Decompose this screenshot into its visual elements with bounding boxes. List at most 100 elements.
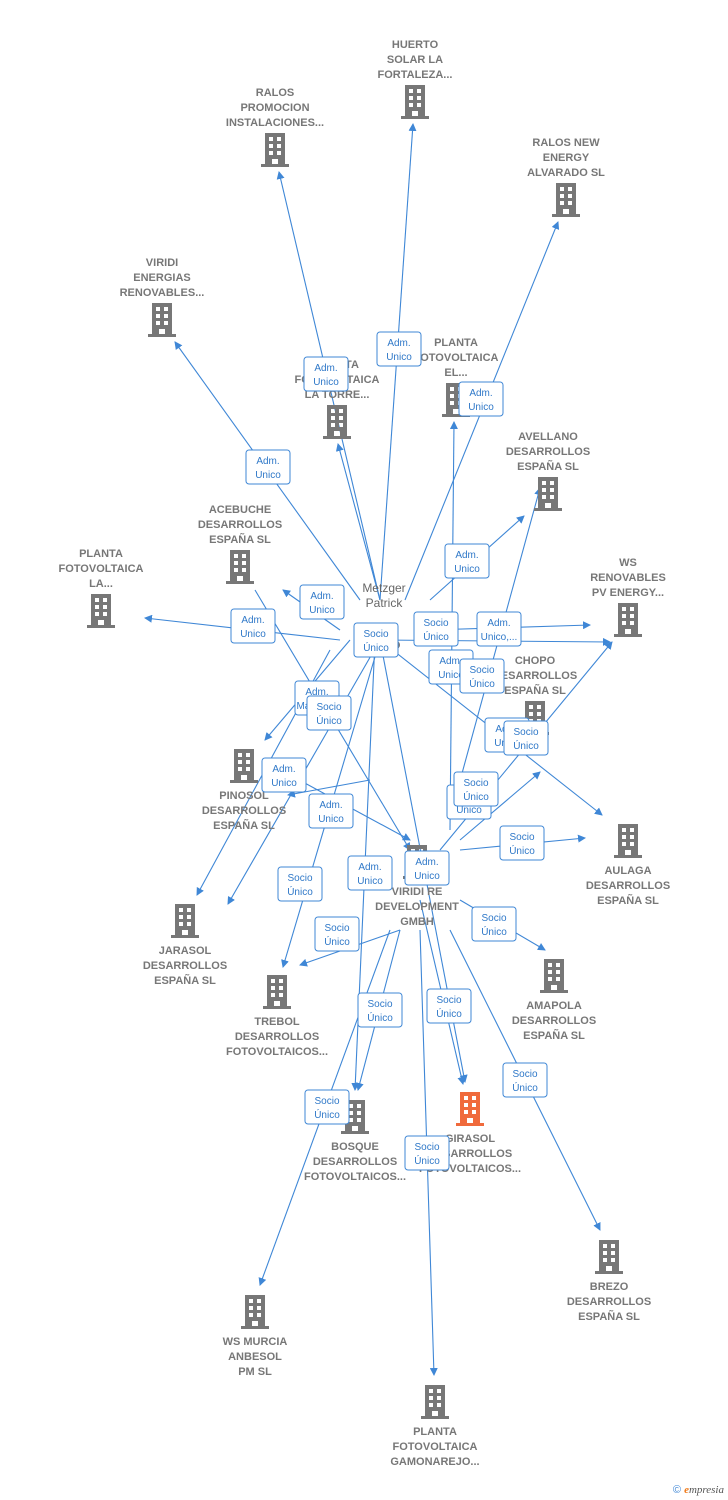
node-planta-la[interactable]: PLANTAFOTOVOLTAICALA... xyxy=(59,548,144,628)
building-icon xyxy=(421,1385,449,1419)
edge-label-8[interactable]: Adm.Unico,... xyxy=(476,611,522,647)
node-label: ENERGIAS xyxy=(133,272,190,284)
node-viridi-energias[interactable]: VIRIDIENERGIASRENOVABLES... xyxy=(120,257,205,337)
edge-label-3[interactable]: Adm.Unico xyxy=(245,449,291,485)
node-bosque[interactable]: BOSQUEDESARROLLOSFOTOVOLTAICOS... xyxy=(304,1100,406,1183)
node-label: ESPAÑA SL xyxy=(578,1310,640,1323)
edge-label-text: Socio xyxy=(513,727,538,738)
edge-label-text: Único xyxy=(469,677,495,690)
edge-label-0[interactable]: Adm.Unico xyxy=(376,331,422,367)
node-label: ALVARADO SL xyxy=(527,167,605,179)
node-label: DEVELOPMENT xyxy=(375,901,459,913)
node-label: PROMOCION xyxy=(240,102,309,114)
edge-label-text: Socio xyxy=(314,1096,339,1107)
edge-label-text: Único xyxy=(436,1007,462,1020)
node-label: ENERGY xyxy=(543,152,590,164)
edge-label-text: Único xyxy=(481,925,507,938)
node-label: PLANTA xyxy=(434,337,478,349)
edge-label-text: Adm. xyxy=(415,857,438,868)
edge-label-6[interactable]: Adm. Unico xyxy=(230,608,276,644)
edge-label-text: Unico xyxy=(386,352,412,363)
node-label: ESPAÑA SL xyxy=(154,974,216,987)
node-label: DESARROLLOS xyxy=(493,670,577,682)
edge-label-10[interactable]: Adm.Unico xyxy=(261,757,307,793)
edge-label-text: Único xyxy=(509,844,535,857)
building-icon xyxy=(552,183,580,217)
edge-label-text: Unico xyxy=(240,629,266,640)
edge-label-text: Unico xyxy=(456,805,482,816)
building-icon xyxy=(226,550,254,584)
node-label: ESPAÑA SL xyxy=(597,894,659,907)
edge-label-text: Único xyxy=(367,1011,393,1024)
edge-label-1[interactable]: Adm.Unico xyxy=(303,356,349,392)
node-label: GIRASOL xyxy=(445,1133,495,1145)
edge-label-text: Adm. xyxy=(272,764,295,775)
node-label: DESARROLLOS xyxy=(198,519,282,531)
edge-label-4[interactable]: Adm.Unico xyxy=(444,543,490,579)
node-label: ESPAÑA SL xyxy=(523,1029,585,1042)
edge-label-13[interactable]: Adm. Unico xyxy=(404,850,450,886)
edge-label-2[interactable]: Adm.Unico xyxy=(458,381,504,417)
node-label: AVELLANO xyxy=(518,431,578,443)
node-planta-el[interactable]: PLANTAFOTOVOLTAICAEL... xyxy=(414,337,499,417)
building-icon xyxy=(540,959,568,993)
edge-label-text: Adm. xyxy=(241,615,264,626)
node-planta-gamonarejo[interactable]: PLANTAFOTOVOLTAICAGAMONAREJO... xyxy=(390,1385,480,1468)
node-label: PINOSOL xyxy=(219,790,269,802)
edge-label-text: Socio xyxy=(512,1069,537,1080)
building-icon xyxy=(171,904,199,938)
edge-label-text: Socio xyxy=(509,832,534,843)
edge-label-11[interactable]: Adm.Unico xyxy=(308,793,354,829)
building-icon xyxy=(241,1295,269,1329)
edge-label-text: Socio xyxy=(481,913,506,924)
node-label: DESARROLLOS xyxy=(567,1296,651,1308)
node-label: ESPAÑA SL xyxy=(209,533,271,546)
edge-label-text: Único xyxy=(287,885,313,898)
node-label: DESARROLLOS xyxy=(202,805,286,817)
node-label: INSTALACIONES... xyxy=(226,117,324,129)
node-label: HUERTO xyxy=(392,39,439,51)
person-label: Patrick xyxy=(366,596,404,610)
edge-label-text: Único xyxy=(463,790,489,803)
node-label: ESPAÑA SL xyxy=(504,684,566,697)
node-ralos-promocion[interactable]: RALOSPROMOCIONINSTALACIONES... xyxy=(226,87,324,167)
node-trebol[interactable]: TREBOLDESARROLLOSFOTOVOLTAICOS... xyxy=(226,975,328,1058)
empresia-logo[interactable]: empresia xyxy=(684,1484,724,1496)
edge-label-text: Unico xyxy=(414,871,440,882)
edge-label-5[interactable]: Adm.Unico xyxy=(299,584,345,620)
edge-label-12[interactable]: Adm.Unico xyxy=(347,855,393,891)
edge-labels-layer: Adm.UnicoAdm.UnicoAdm.UnicoAdm.UnicoAdm.… xyxy=(230,331,549,1171)
edge-label-text: Único xyxy=(513,739,539,752)
node-label: DESARROLLOS xyxy=(512,1015,596,1027)
node-label: TREBOL xyxy=(254,1016,300,1028)
edge-label-text: Único xyxy=(324,935,350,948)
